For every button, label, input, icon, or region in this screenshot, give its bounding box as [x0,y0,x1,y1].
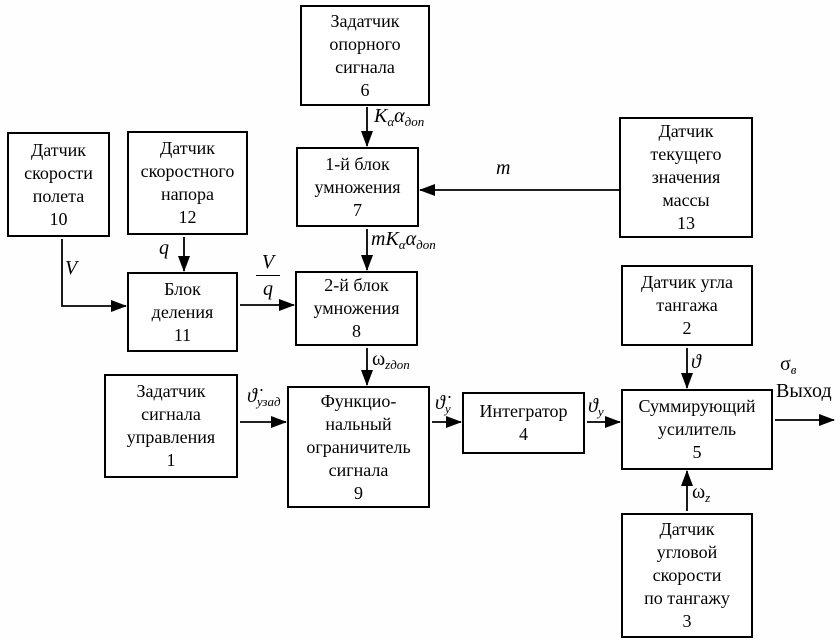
label-theta: ϑ [691,351,701,373]
block-integrator: Интегратор 4 [462,392,585,454]
block-control-signal-setter: Задатчик сигнала управления 1 [104,374,238,478]
label-mk-alpha-dop: mKααдоп [371,228,436,252]
arrow-10-to-11 [61,239,127,312]
label-omega-z-dop: ωzдоп [372,348,410,372]
label-v: V [65,257,78,279]
label-sigma-v: σв [780,353,797,377]
block-divider: Блок деления 11 [127,272,238,352]
label-output: Выход [776,380,832,402]
block-summing-amplifier: Суммирующий усилитель 5 [621,389,773,470]
label-theta-dot-u: ϑ̇у [435,392,451,416]
block-dynamic-pressure-sensor: Датчик скоростного напора 12 [127,131,248,235]
block-functional-signal-limiter: Функцио- нальный ограничитель сигнала 9 [287,386,430,508]
label-k-alpha-dop: Kααдоп [374,105,425,129]
block-reference-signal-setter: Задатчик опорного сигнала 6 [300,5,430,106]
block-multiplier-1: 1-й блок умножения 7 [296,147,419,227]
label-q: q [159,237,169,259]
label-omega-z: ωz [692,481,711,505]
block-current-mass-sensor: Датчик текущего значения массы 13 [619,117,753,238]
label-theta-u: ϑу [588,395,604,419]
block-flight-speed-sensor: Датчик скорости полета 10 [7,132,110,237]
block-pitch-angle-sensor: Датчик угла тангажа 2 [621,265,753,346]
block-pitch-rate-sensor: Датчик угловой скорости по тангажу 3 [621,513,753,638]
label-v-over-q: V q [252,250,284,301]
label-m: m [496,157,511,179]
block-multiplier-2: 2-й блок умножения 8 [295,271,418,346]
label-theta-dot-uzad: ϑ̇узад [247,385,281,409]
